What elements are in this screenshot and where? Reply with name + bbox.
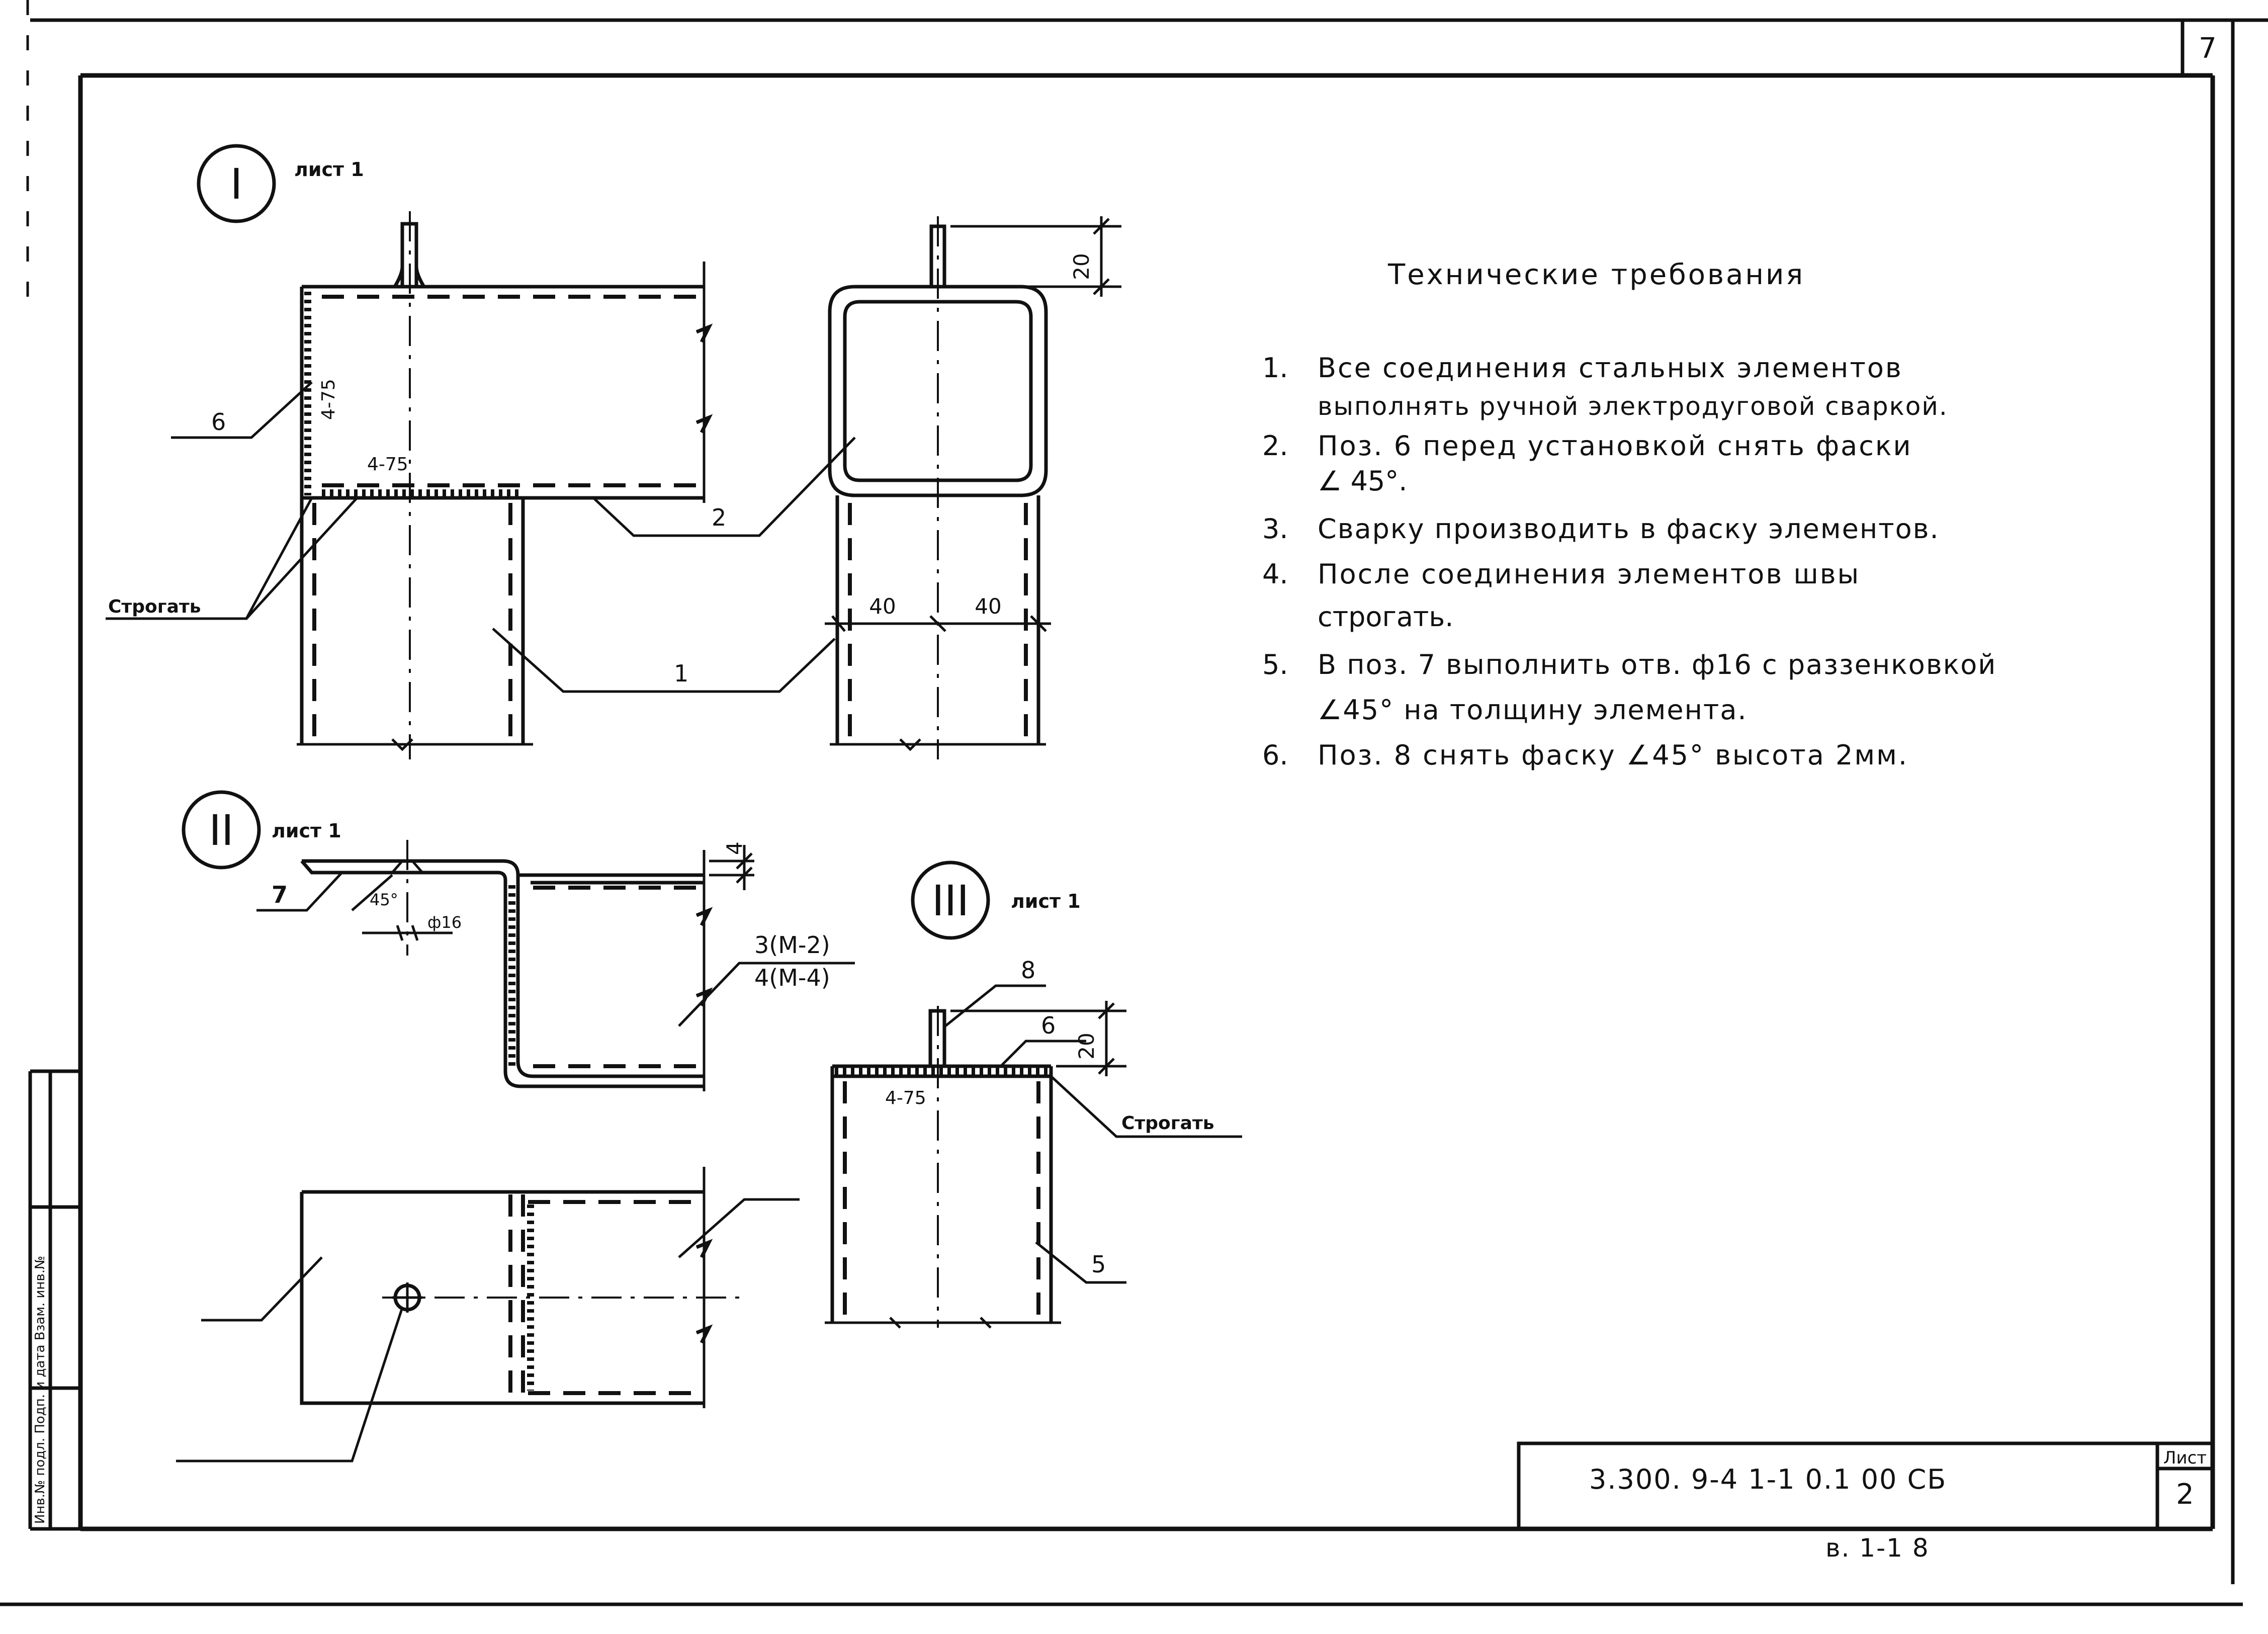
req-num-3: 3. — [1262, 513, 1288, 545]
callout-6-view3: 6 — [1041, 1012, 1056, 1039]
dim-20-view1: 20 — [1069, 253, 1094, 280]
plan-view — [176, 1167, 800, 1463]
technical-requirements: Технические требования 1. Все соединения… — [1262, 259, 1996, 771]
req-line-6: После соединения элементов швы — [1318, 558, 1860, 590]
strogat-label-1: Строгать — [108, 596, 201, 617]
angle-45: 45° — [370, 890, 398, 909]
view-3-numeral: III — [932, 876, 969, 925]
view-2: II лист 1 45° ф16 7 4 3(М-2) 4(М-4) — [182, 790, 855, 1091]
req-line-8: В поз. 7 выполнить отв. ф16 с раззенковк… — [1318, 649, 1996, 680]
req-num-2: 2. — [1262, 430, 1288, 462]
callout-4m4: 4(М-4) — [754, 964, 830, 991]
dim-40-right: 40 — [975, 594, 1001, 619]
corner-sheet-number: 7 — [2199, 32, 2217, 65]
req-line-10: Поз. 8 снять фаску ∠45° высота 2мм. — [1318, 739, 1908, 771]
strogat-label-2: Строгать — [1121, 1113, 1214, 1134]
dim-40-left: 40 — [869, 594, 896, 619]
req-line-1: Все соединения стальных элементов — [1318, 352, 1903, 384]
view-3: III лист 1 4-75 8 6 20 Строгать 5 — [825, 861, 1242, 1329]
view-1-label: лист 1 — [294, 158, 364, 181]
view-1-numeral: I — [230, 159, 243, 209]
hole-phi16: ф16 — [427, 913, 462, 932]
side-stamp-text: Инв.№ подл. Подп. и дата Взам. инв.№ — [33, 1256, 48, 1524]
dim-4: 4 — [722, 841, 747, 855]
req-line-3: Поз. 6 перед установкой снять фаски — [1318, 430, 1912, 462]
req-line-2: выполнять ручной электродуговой сваркой. — [1318, 392, 1948, 421]
requirements-title: Технические требования — [1387, 259, 1805, 291]
title-block: 3.300. 9-4 1-1 0.1 00 СБ Лист 2 в. 1-1 8 — [1517, 1441, 2213, 1563]
weld-label-horizontal: 4-75 — [367, 454, 408, 475]
req-line-4: ∠ 45°. — [1318, 465, 1407, 497]
req-num-5: 5. — [1262, 649, 1288, 680]
issue: в. 1-1 8 — [1825, 1533, 1930, 1563]
dim-20-view3: 20 — [1074, 1033, 1099, 1059]
weld-label-view3: 4-75 — [885, 1088, 926, 1108]
callout-7-view2: 7 — [272, 881, 288, 908]
req-num-1: 1. — [1262, 352, 1288, 384]
designation: 3.300. 9-4 1-1 0.1 00 СБ — [1589, 1464, 1947, 1495]
req-num-6: 6. — [1262, 739, 1288, 771]
req-line-7: строгать. — [1318, 601, 1453, 633]
callout-6: 6 — [211, 408, 226, 436]
view-3-label: лист 1 — [1011, 890, 1081, 912]
sheet-label: Лист — [2163, 1448, 2207, 1468]
weld-label-vertical: 4-75 — [318, 379, 339, 420]
callout-2: 2 — [712, 504, 726, 531]
sheet-value: 2 — [2176, 1478, 2194, 1511]
view-2-label: лист 1 — [272, 820, 341, 842]
callout-8: 8 — [1021, 957, 1035, 984]
req-line-5: Сварку производить в фаску элементов. — [1318, 513, 1940, 545]
req-num-4: 4. — [1262, 558, 1288, 590]
callout-1: 1 — [674, 660, 688, 687]
callout-5: 5 — [1091, 1251, 1106, 1278]
req-line-9: ∠45° на толщину элемента. — [1318, 694, 1748, 726]
callout-3m2: 3(М-2) — [754, 931, 830, 959]
view-1: I лист 1 6 4-75 4-75 2 1 — [106, 144, 1121, 759]
view-2-numeral: II — [209, 806, 234, 855]
